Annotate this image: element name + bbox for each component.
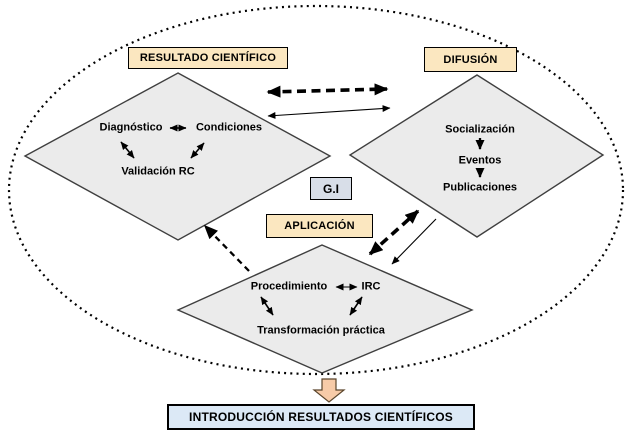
difusion-aplicacion-thin-arrow bbox=[391, 218, 437, 265]
condiciones-validacion-double-arrow-icon bbox=[190, 142, 205, 159]
resultado-difusion-thick-dashed-arrow bbox=[266, 83, 389, 98]
aplicacion-diamond bbox=[176, 244, 474, 374]
difusion-title-box: DIFUSIÓN bbox=[424, 47, 517, 72]
node-transformacion-practica: Transformación práctica bbox=[257, 324, 385, 337]
gi-box: G.I bbox=[310, 177, 352, 200]
node-validacion-rc: Validación RC bbox=[121, 165, 195, 178]
aplicacion-resultado-dashed-arrow bbox=[203, 224, 250, 272]
aplicacion-title-box: APLICACIÓN bbox=[266, 214, 373, 238]
difusion-aplicacion-thick-dashed-arrow bbox=[368, 209, 420, 256]
resultado-difusion-thin-arrow bbox=[267, 104, 391, 120]
system-boundary-ellipse bbox=[7, 4, 625, 376]
resultado-diamond bbox=[23, 72, 332, 241]
procedimiento-transformacion-double-arrow-icon bbox=[260, 296, 274, 316]
difusion-diamond bbox=[348, 74, 605, 238]
irc-transformacion-double-arrow-icon bbox=[349, 296, 363, 316]
output-block-down-arrow-icon bbox=[312, 378, 346, 403]
node-socializacion: Socialización bbox=[445, 123, 515, 136]
node-publicaciones: Publicaciones bbox=[443, 181, 517, 194]
node-condiciones: Condiciones bbox=[195, 121, 263, 134]
node-diagnostico: Diagnóstico bbox=[99, 121, 163, 134]
node-eventos: Eventos bbox=[458, 154, 502, 167]
node-irc: IRC bbox=[361, 280, 381, 293]
node-procedimiento: Procedimiento bbox=[250, 280, 328, 293]
diagnostico-validacion-double-arrow-icon bbox=[120, 141, 135, 159]
resultado-cientifico-title-box: RESULTADO CIENTÍFICO bbox=[128, 47, 288, 69]
introduccion-resultados-output-box: INTRODUCCIÓN RESULTADOS CIENTÍFICOS bbox=[167, 404, 475, 430]
